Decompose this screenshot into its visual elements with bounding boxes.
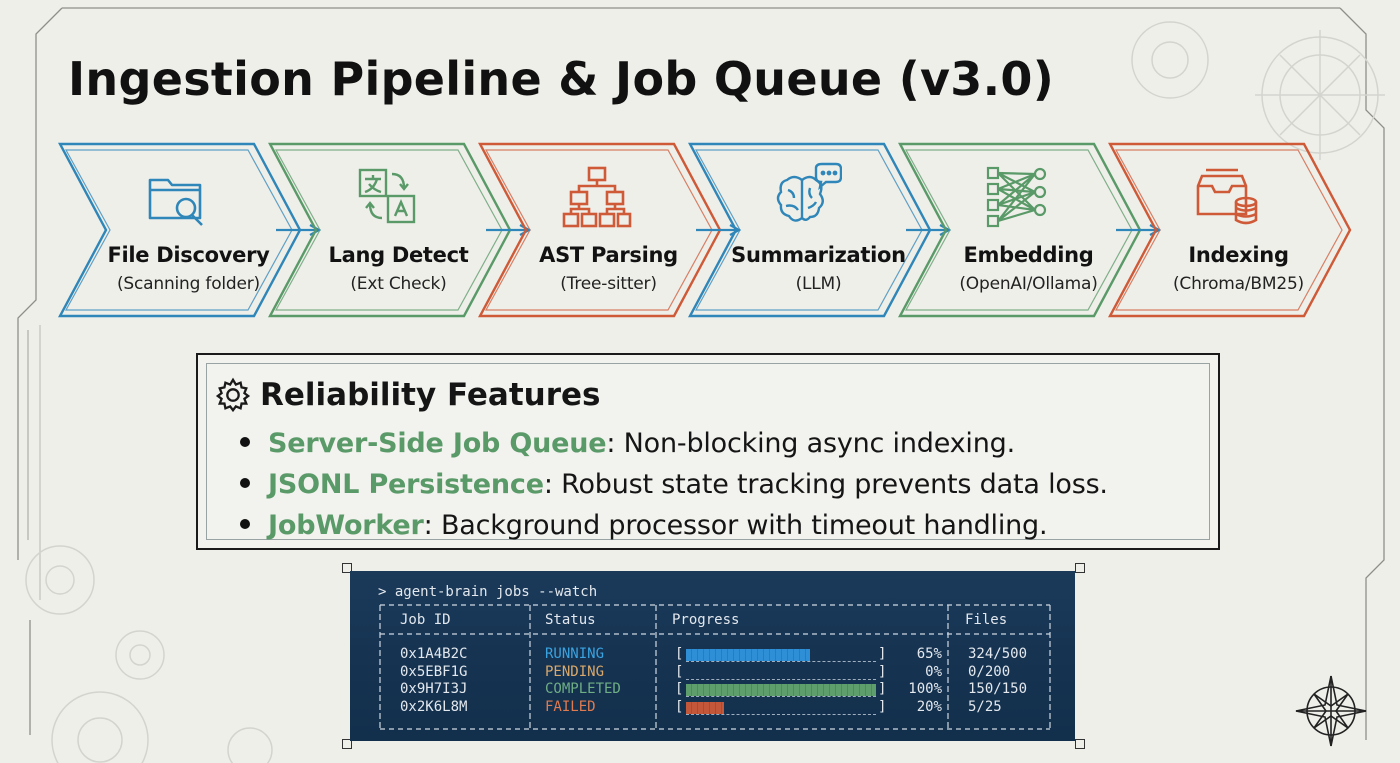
header-job-id: Job ID (400, 612, 451, 628)
step-subtitle: (OpenAI/Ollama) (959, 274, 1098, 294)
chevron-shape (687, 142, 932, 318)
pipeline-step: AST Parsing (Tree-sitter) (476, 140, 722, 320)
folder-search-icon (148, 178, 203, 226)
bar-close-bracket: ] (878, 698, 887, 715)
feature-item: JobWorker: Background processor with tim… (234, 505, 1108, 546)
feature-text: : Non-blocking async indexing. (606, 428, 1015, 459)
chevron-shape (267, 142, 512, 318)
progress-bar (686, 667, 876, 680)
job-id: 0x1A4B2C (400, 646, 468, 662)
progress-bar (686, 649, 876, 662)
bullet (240, 519, 250, 529)
chevron-shape (57, 142, 302, 318)
progress-fill (686, 684, 876, 696)
frame-corner (1075, 739, 1085, 749)
frame-corner (342, 739, 352, 749)
job-status: COMPLETED (545, 681, 621, 697)
feature-item: Server-Side Job Queue: Non-blocking asyn… (234, 423, 1108, 464)
step-label: File Discovery (107, 243, 270, 267)
header-files: Files (965, 612, 1008, 628)
chevron-shape (477, 142, 722, 318)
job-status: FAILED (545, 698, 596, 715)
chevron-shape (897, 142, 1142, 318)
features-title: Reliability Features (260, 377, 601, 413)
translate-icon (358, 168, 416, 224)
header-progress: Progress (672, 612, 740, 628)
chevron-shape (1107, 142, 1352, 318)
pipeline-step: Indexing (Chroma/BM25) (1106, 140, 1352, 320)
tree-icon (562, 166, 632, 228)
step-label: Lang Detect (328, 243, 469, 267)
brain-chat-icon (776, 162, 842, 222)
job-files: 324/500 (968, 646, 1028, 662)
gear-icon (215, 377, 251, 413)
job-id: 0x2K6L8M (400, 698, 468, 715)
reliability-features-panel: Reliability Features Server-Side Job Que… (196, 353, 1220, 550)
pipeline: File Discovery (Scanning folder) Lang De… (56, 140, 1356, 320)
frame-corner (1075, 563, 1085, 573)
pipeline-step: Lang Detect (Ext Check) (266, 140, 512, 320)
feature-text: : Background processor with timeout hand… (423, 510, 1048, 541)
neural-net-icon (986, 166, 1047, 228)
job-files: 150/150 (968, 681, 1028, 697)
database-icon (1196, 168, 1258, 225)
progress-fill (686, 649, 810, 661)
job-percent: 20% (916, 698, 942, 715)
bullet (240, 437, 250, 447)
feature-keyword: JobWorker (268, 510, 424, 541)
bar-close-bracket: ] (878, 663, 887, 680)
job-status: RUNNING (545, 646, 605, 662)
progress-bar (686, 701, 876, 715)
header-status: Status (545, 612, 596, 628)
step-label: Indexing (1188, 243, 1289, 267)
step-subtitle: (LLM) (795, 274, 842, 294)
step-subtitle: (Chroma/BM25) (1173, 274, 1304, 294)
frame-corner (342, 563, 352, 573)
progress-fill (686, 701, 724, 714)
step-subtitle: (Scanning folder) (116, 274, 260, 294)
job-percent: 65% (916, 646, 942, 662)
bullet (240, 478, 250, 488)
job-status: PENDING (545, 663, 605, 680)
bar-close-bracket: ] (878, 681, 887, 697)
bar-open-bracket: [ (675, 698, 684, 715)
step-label: AST Parsing (539, 243, 678, 267)
pipeline-step: File Discovery (Scanning folder) (56, 140, 302, 320)
features-list: Server-Side Job Queue: Non-blocking asyn… (234, 423, 1108, 546)
job-files: 5/25 (968, 698, 1002, 715)
bar-open-bracket: [ (675, 646, 684, 662)
feature-item: JSONL Persistence: Robust state tracking… (234, 464, 1108, 505)
job-percent: 100% (908, 681, 942, 697)
step-label: Summarization (731, 243, 906, 267)
pipeline-step: Summarization (LLM) (686, 140, 932, 320)
step-subtitle: (Tree-sitter) (560, 274, 657, 294)
features-inner-border (206, 363, 1210, 540)
pipeline-step: Embedding (OpenAI/Ollama) (896, 140, 1142, 320)
page-title: Ingestion Pipeline & Job Queue (v3.0) (68, 52, 1055, 106)
job-id: 0x5EBF1G (400, 663, 468, 680)
step-subtitle: (Ext Check) (350, 274, 447, 294)
table-borders (379, 604, 1051, 730)
step-label: Embedding (963, 243, 1094, 267)
bar-open-bracket: [ (675, 663, 684, 680)
feature-text: : Robust state tracking prevents data lo… (543, 469, 1108, 500)
progress-bar (686, 684, 876, 697)
feature-keyword: Server-Side Job Queue (268, 428, 607, 459)
compass-icon (1295, 675, 1367, 747)
terminal-command: > agent-brain jobs --watch (378, 584, 598, 600)
job-id: 0x9H7I3J (400, 681, 468, 697)
job-files: 0/200 (968, 663, 1011, 680)
job-percent: 0% (925, 663, 942, 680)
bar-close-bracket: ] (878, 646, 887, 662)
bar-open-bracket: [ (675, 681, 684, 697)
feature-keyword: JSONL Persistence (268, 469, 544, 500)
